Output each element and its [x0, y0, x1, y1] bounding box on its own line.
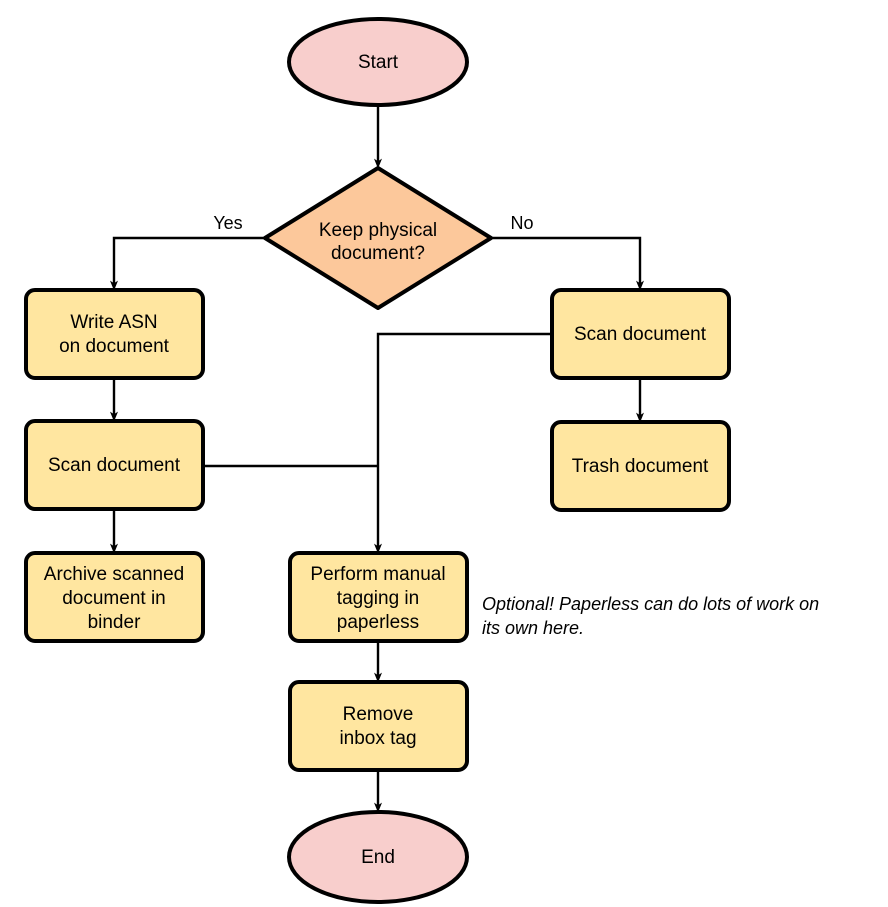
scan-document-right-label: Scan document [574, 324, 707, 345]
write-asn-box-shape [24, 288, 205, 380]
annotation-line1: Optional! Paperless can do lots of work … [482, 594, 819, 614]
tagging-box-shape [288, 551, 469, 643]
node-perform-manual-tagging[interactable]: Perform manual tagging in paperless [288, 551, 469, 643]
remove-inbox-tag-label-line1: Remove [343, 704, 414, 725]
connector-decision-yes-to-write-asn [110, 236, 265, 291]
annotation-optional-note: Optional! Paperless can do lots of work … [482, 594, 819, 638]
trash-document-label: Trash document [572, 456, 709, 477]
annotation-line2: its own here. [482, 618, 584, 638]
decision-diamond-shape [263, 166, 493, 310]
node-scan-document-left[interactable]: Scan document [24, 419, 205, 511]
remove-inbox-tag-box-shape [288, 680, 469, 772]
remove-inbox-tag-label-line2: inbox tag [339, 728, 416, 749]
node-trash-document[interactable]: Trash document [550, 420, 731, 512]
node-remove-inbox-tag[interactable]: Remove inbox tag [288, 680, 469, 772]
write-asn-label-line2: on document [59, 336, 170, 357]
connector-scan-right-to-tagging [374, 332, 552, 554]
scan-document-left-box-shape [24, 419, 205, 511]
node-archive-scanned-document[interactable]: Archive scanned document in binder [24, 551, 205, 643]
decision-label-line1: Keep physical [319, 220, 437, 241]
node-decision-keep-physical-document[interactable]: Keep physical document? [263, 166, 493, 310]
tagging-label-line3: paperless [337, 612, 419, 633]
archive-label-line1: Archive scanned [44, 564, 184, 585]
trash-document-box-shape [550, 420, 731, 512]
archive-label-line3: binder [88, 612, 141, 633]
tagging-label-line1: Perform manual [310, 564, 445, 585]
start-label: Start [358, 52, 399, 73]
tagging-label-line2: tagging in [337, 588, 419, 609]
decision-label-line2: document? [331, 243, 425, 264]
edge-label-no: No [510, 213, 533, 233]
scan-document-left-label: Scan document [48, 455, 181, 476]
write-asn-label-line1: Write ASN [70, 312, 157, 333]
archive-box-shape [24, 551, 205, 643]
end-ellipse-shape [287, 810, 469, 904]
end-label: End [361, 847, 395, 868]
node-scan-document-right[interactable]: Scan document [550, 288, 731, 380]
scan-document-right-box-shape [550, 288, 731, 380]
connector-decision-no-to-scan-right [491, 236, 644, 291]
edge-label-yes: Yes [213, 213, 242, 233]
start-ellipse-shape [287, 17, 469, 107]
node-end[interactable]: End [287, 810, 469, 904]
node-start[interactable]: Start [287, 17, 469, 107]
archive-label-line2: document in [62, 588, 166, 609]
node-write-asn-on-document[interactable]: Write ASN on document [24, 288, 205, 380]
